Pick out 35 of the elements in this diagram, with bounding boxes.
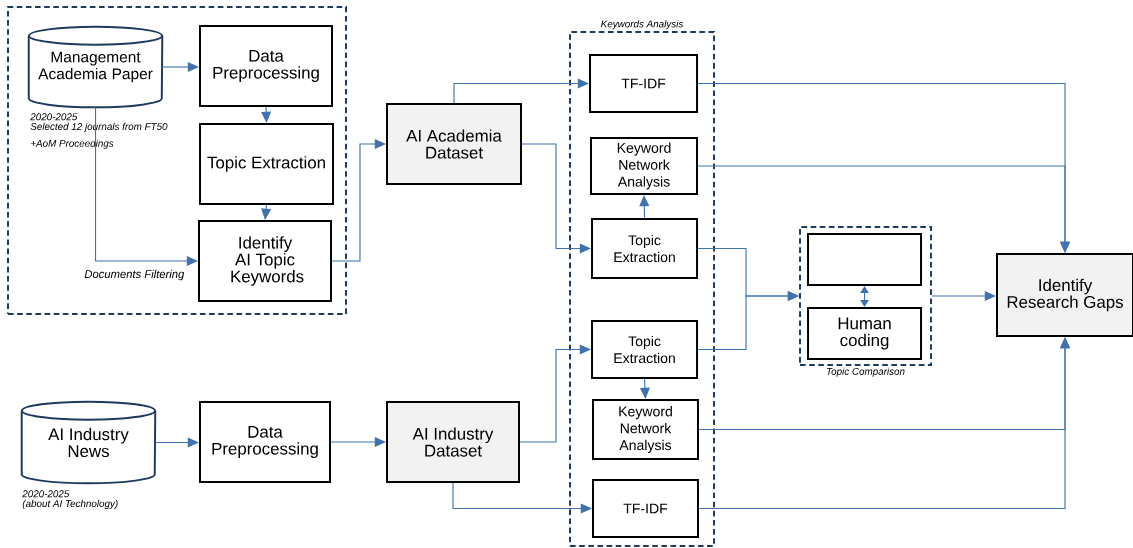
arrow: [453, 78, 589, 104]
database-cylinder: AI Industry News: [20, 400, 157, 485]
arrow: [331, 138, 386, 262]
process-box: Human coding: [807, 307, 922, 360]
dataset-box: AI Academia Dataset: [386, 103, 522, 185]
process-box: Keyword Network Analysis: [592, 399, 699, 460]
arrow: [154, 437, 199, 448]
caption-note: (about AI Technology): [22, 499, 118, 509]
arrow: [452, 482, 592, 514]
process-box: Keyword Network Analysis: [590, 137, 698, 195]
dashed-group-box: [7, 6, 347, 315]
process-box: Topic Extraction: [591, 320, 698, 379]
group-heading: Keywords Analysis: [601, 20, 684, 30]
arrow: [521, 143, 591, 254]
process-box: Topic Extraction: [591, 218, 698, 279]
process-box: Data Preprocessing: [199, 401, 331, 483]
arrow: [519, 344, 591, 443]
process-box: TF-IDF: [592, 479, 699, 538]
process-box: Topic Extraction: [199, 123, 334, 205]
arrow: [697, 290, 799, 351]
edge-label: Documents Filtering: [82, 268, 186, 282]
database-cylinder: Management Academia Paper: [27, 25, 164, 109]
dataset-box: AI Industry Dataset: [386, 401, 520, 483]
arrow: [261, 204, 272, 220]
group-heading: Topic Comparison: [826, 367, 905, 377]
arrow: [860, 286, 869, 307]
process-box: [807, 233, 922, 286]
dataset-box: Identify Research Gaps: [996, 253, 1133, 337]
process-box: TF-IDF: [589, 54, 698, 113]
arrow: [697, 165, 1071, 253]
process-box: Data Preprocessing: [199, 25, 333, 107]
process-box: Identify AI Topic Keywords: [198, 220, 332, 302]
arrow: [261, 106, 272, 123]
caption-note: 2020-2025: [30, 113, 78, 121]
caption-note: 2020-2025: [22, 490, 70, 498]
